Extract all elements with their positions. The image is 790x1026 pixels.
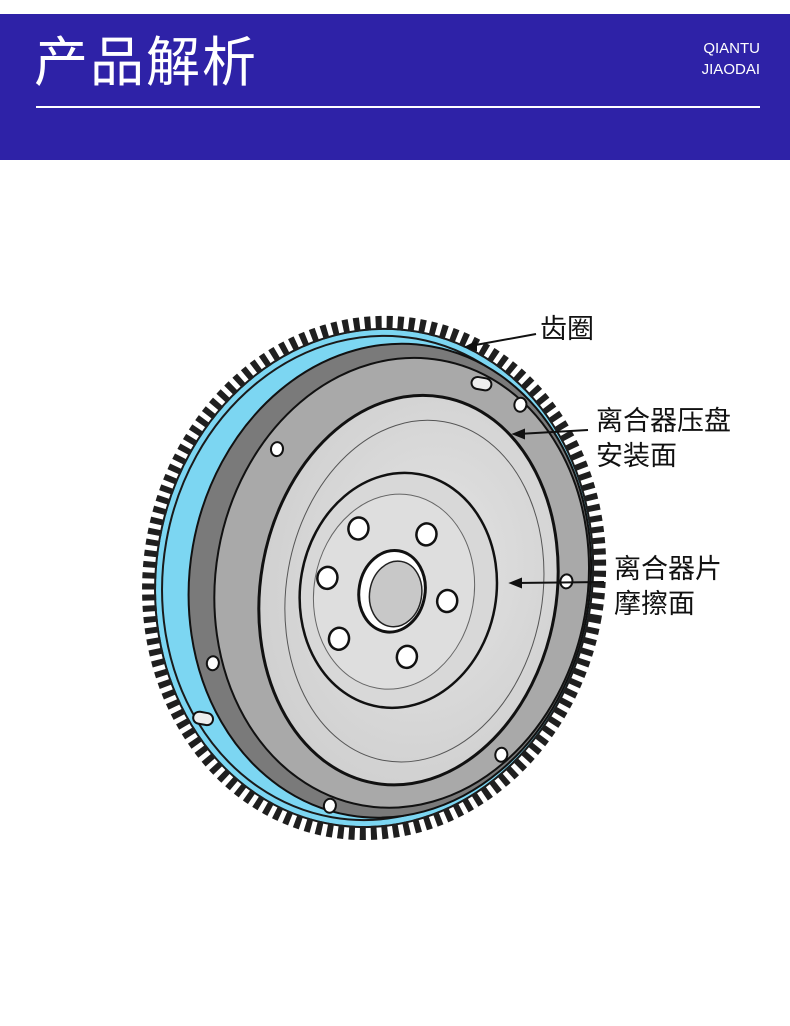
label-friction-line1: 离合器片	[614, 554, 722, 585]
brand-line-1: QIANTU	[703, 40, 760, 57]
label-ring-gear: 齿圈	[540, 312, 594, 347]
header-banner: 产品解析 QIANTU JIAODAI	[0, 14, 790, 160]
crank-bolt-holes	[316, 516, 459, 670]
label-pressure-plate-line1: 离合器压盘	[596, 406, 731, 437]
leader-lines	[463, 333, 605, 589]
brand-line-2: JIAODAI	[701, 61, 760, 78]
header-divider	[36, 106, 760, 108]
label-friction-line2: 摩擦面	[614, 589, 695, 620]
ring-gear-teeth	[142, 315, 607, 841]
label-ring-gear-text: 齿圈	[540, 314, 594, 345]
page-title: 产品解析	[34, 31, 258, 94]
flywheel-diagram	[142, 315, 607, 841]
label-pressure-plate-face: 离合器压盘 安装面	[596, 404, 731, 474]
label-pressure-plate-line2: 安装面	[596, 441, 677, 472]
label-friction-face: 离合器片 摩擦面	[614, 552, 722, 622]
dowel-pins	[192, 375, 493, 727]
brand-text: QIANTU JIAODAI	[702, 38, 760, 80]
